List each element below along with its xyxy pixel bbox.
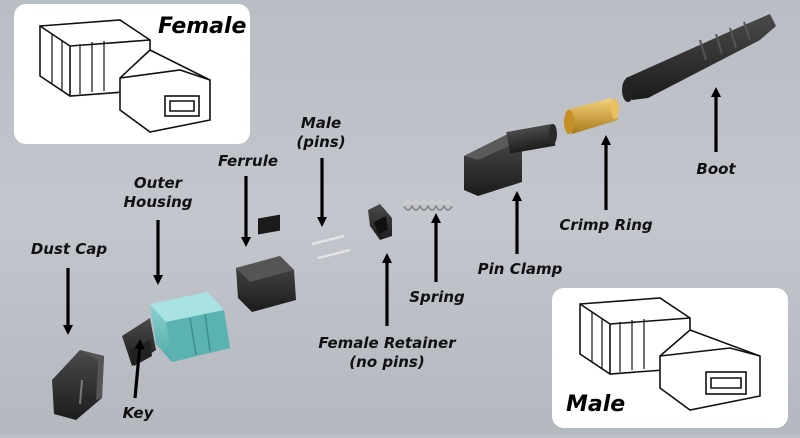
female-connector-illustration [39,19,211,133]
female-retainer-label: Female Retainer (no pins) [318,334,456,371]
crimp-ring-label: Crimp Ring [559,216,653,234]
male-pins-part [311,234,351,260]
key-arrow [133,339,145,399]
spring-part [403,200,453,211]
male-connector-illustration [579,297,761,411]
arrows [63,87,721,399]
pin-clamp-label: Pin Clamp [477,260,563,278]
female-title: Female [158,14,247,39]
spring-label: Spring [409,288,465,306]
male-title: Male [566,392,626,417]
male-pins-label: Male (pins) [296,114,346,151]
boot-label: Boot [696,160,736,178]
female-retainer-part [368,204,392,240]
dust-cap-part [52,350,104,420]
ferrule-part [236,214,296,312]
female-inset-box [14,4,250,144]
dust-cap-label: Dust Cap [30,240,108,258]
pin-clamp-part [464,124,557,196]
male-inset-box [552,288,788,428]
outer-housing-part [122,292,230,366]
crimp-ring-part [564,98,619,134]
outer-housing-label: Outer Housing [123,174,193,211]
key-label: Key [122,404,154,422]
boot-part [622,14,776,102]
ferrule-label: Ferrule [217,152,279,170]
